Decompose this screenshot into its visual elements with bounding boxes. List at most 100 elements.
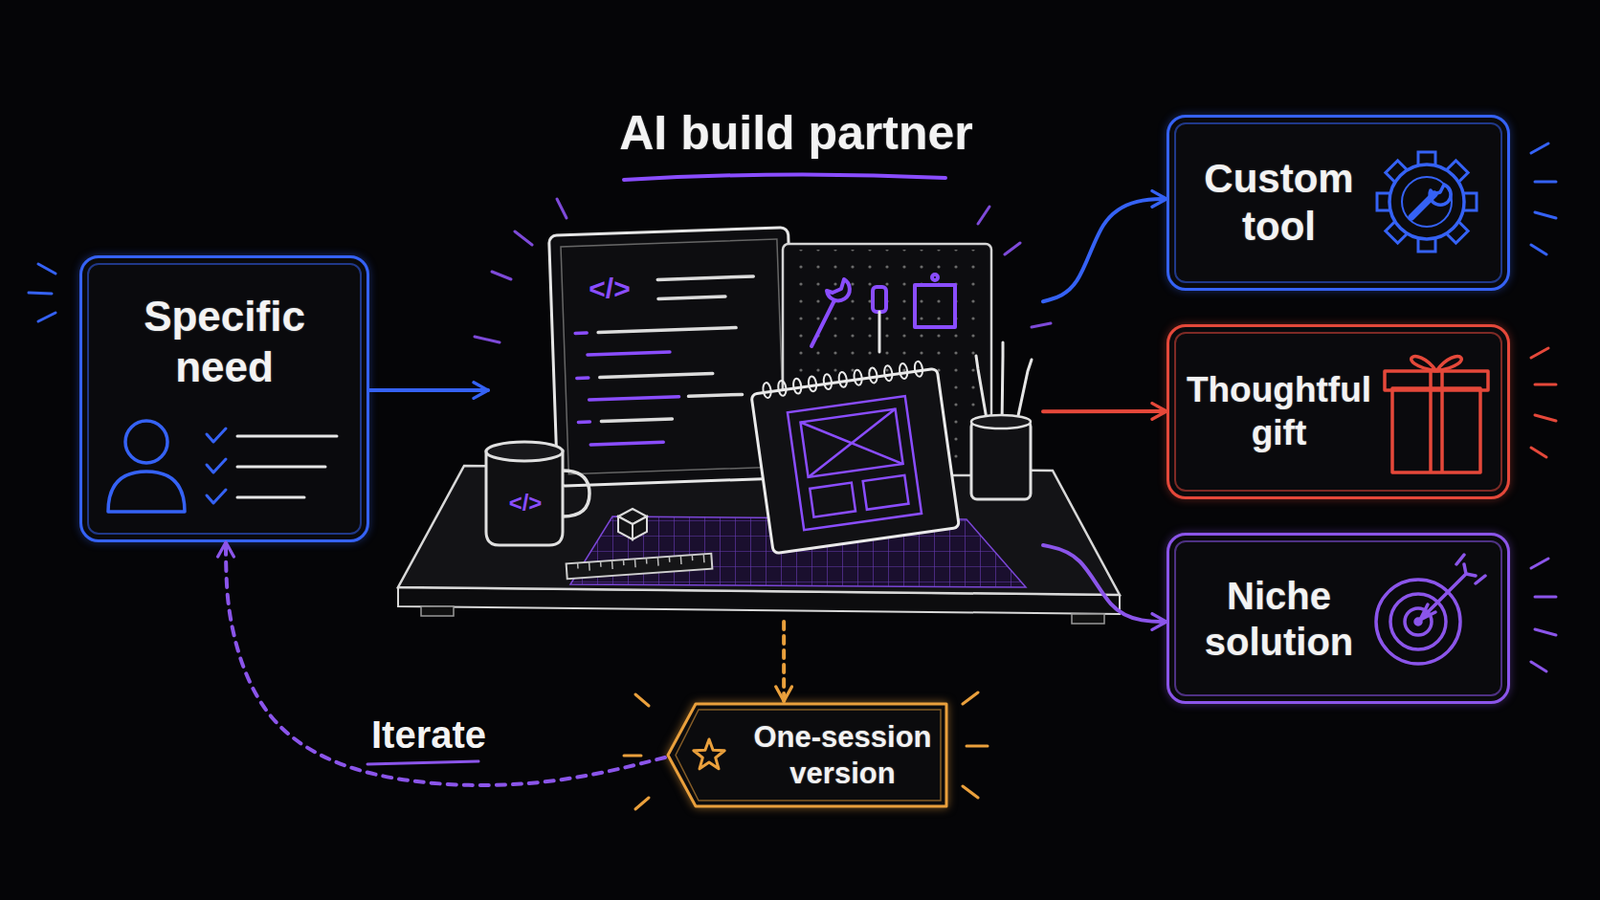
gear-icon-part xyxy=(1385,160,1410,185)
person-icon-part xyxy=(125,421,168,464)
tick-dashes xyxy=(623,692,988,810)
tick-dashes-part xyxy=(1531,143,1549,154)
checklist-icon-part xyxy=(237,466,326,469)
pencil-cup-part xyxy=(976,355,988,425)
dashed-arrow xyxy=(781,622,786,702)
pencil-cup-part xyxy=(1001,342,1003,425)
gear-icon-part xyxy=(1401,177,1452,227)
desk xyxy=(398,466,1120,624)
tool-pegboard-part xyxy=(932,274,938,281)
gear-icon-part xyxy=(1377,193,1395,211)
tool-pegboard-part xyxy=(782,244,992,476)
tick-dashes-part xyxy=(1531,662,1547,672)
tool-pegboard-part xyxy=(826,279,850,301)
checklist-icon-part xyxy=(237,496,305,500)
ruler xyxy=(566,554,713,580)
tool-pegboard-part xyxy=(872,287,887,312)
gift-icon-part xyxy=(1384,371,1489,391)
code-monitor-part xyxy=(600,419,672,423)
desk-part xyxy=(421,606,454,617)
flow-arrow xyxy=(369,388,489,393)
sketch-notebook-part xyxy=(853,369,864,386)
sketch-notebook-part xyxy=(800,409,904,478)
code-monitor-part xyxy=(589,397,680,400)
sketch-notebook-part xyxy=(787,396,922,531)
code-monitor-part xyxy=(590,442,664,445)
box-label: Thoughtful gift xyxy=(1182,369,1376,455)
tool-pegboard-part xyxy=(811,300,835,347)
sketch-notebook-part xyxy=(807,376,818,393)
tick-dashes xyxy=(1531,348,1556,458)
sketch-notebook-part xyxy=(792,377,802,395)
target-icon xyxy=(1376,555,1486,665)
box-label: Custom tool xyxy=(1182,155,1376,252)
gear-icon-part xyxy=(1459,193,1477,211)
sketch-notebook-part xyxy=(809,483,856,518)
target-icon-part xyxy=(1376,579,1461,665)
code-monitor-part xyxy=(560,239,785,475)
sketch-notebook-part xyxy=(761,360,924,399)
coffee-mug-part xyxy=(486,451,563,546)
pencil-cup-part xyxy=(1016,359,1032,425)
sketch-notebook-part xyxy=(761,382,772,400)
tick-dashes-part xyxy=(635,694,649,707)
checklist-icon-part xyxy=(206,428,226,443)
desk-part xyxy=(398,466,1120,596)
outcome-box: Thoughtful gift xyxy=(1166,324,1511,500)
sketch-notebook-part xyxy=(838,371,848,388)
checklist-icon xyxy=(206,428,337,504)
person-icon-part xyxy=(108,471,185,512)
target-icon-part xyxy=(1404,608,1432,636)
tick-dashes xyxy=(367,558,1556,765)
tick-dashes-part xyxy=(1531,348,1549,358)
tool-pegboard-part xyxy=(878,311,882,353)
gift-icon-part xyxy=(1392,388,1481,473)
flow-arrow xyxy=(1043,199,1167,302)
sketch-notebook-part xyxy=(913,360,924,378)
code-monitor-part xyxy=(688,394,743,397)
spark-dashes-part xyxy=(1004,243,1021,255)
desk-part xyxy=(570,516,1026,588)
desk-part xyxy=(1071,614,1105,624)
pencil-cup-part xyxy=(971,415,1031,429)
tag-outline xyxy=(675,710,941,801)
tick-dashes-part xyxy=(962,786,978,799)
tick-dashes-part xyxy=(367,761,479,765)
checklist-icon-part xyxy=(206,489,226,504)
gear-icon-part xyxy=(1385,219,1410,244)
box-label: Niche solution xyxy=(1182,573,1376,666)
small-cube-part xyxy=(618,509,647,525)
spark-dashes xyxy=(474,199,1051,343)
tick-dashes-part xyxy=(1534,415,1556,422)
gift-icon xyxy=(1384,356,1489,473)
sketch-notebook-part xyxy=(787,396,922,531)
box-label: One-session version xyxy=(747,719,939,791)
box-label: Specific need xyxy=(114,291,335,394)
tick-dashes xyxy=(28,143,1556,322)
heading-underline xyxy=(623,174,946,180)
workbench-node: AI build partner xyxy=(488,105,1044,623)
spark-dashes-part xyxy=(556,199,567,219)
ruler-part xyxy=(566,554,713,580)
small-cube xyxy=(618,509,647,540)
checklist-icon-part xyxy=(206,459,226,473)
section-heading: AI build partner xyxy=(619,105,973,161)
spark-dashes-part xyxy=(977,206,990,224)
code-monitor xyxy=(549,227,798,488)
outcome-box: Custom tool xyxy=(1166,114,1511,291)
gear-icon-part xyxy=(1444,160,1468,185)
sketch-notebook-part xyxy=(751,368,959,555)
sketch-notebook-part xyxy=(898,363,909,380)
tick-dashes-part xyxy=(1531,244,1547,255)
tool-pegboard-part xyxy=(788,249,986,470)
coffee-mug xyxy=(486,442,590,546)
tool-pegboard-part xyxy=(914,285,956,328)
gear-icon-part xyxy=(1418,152,1436,170)
target-icon-part xyxy=(1420,574,1467,621)
gift-icon-part xyxy=(1411,356,1463,372)
desk-part xyxy=(570,516,1026,588)
